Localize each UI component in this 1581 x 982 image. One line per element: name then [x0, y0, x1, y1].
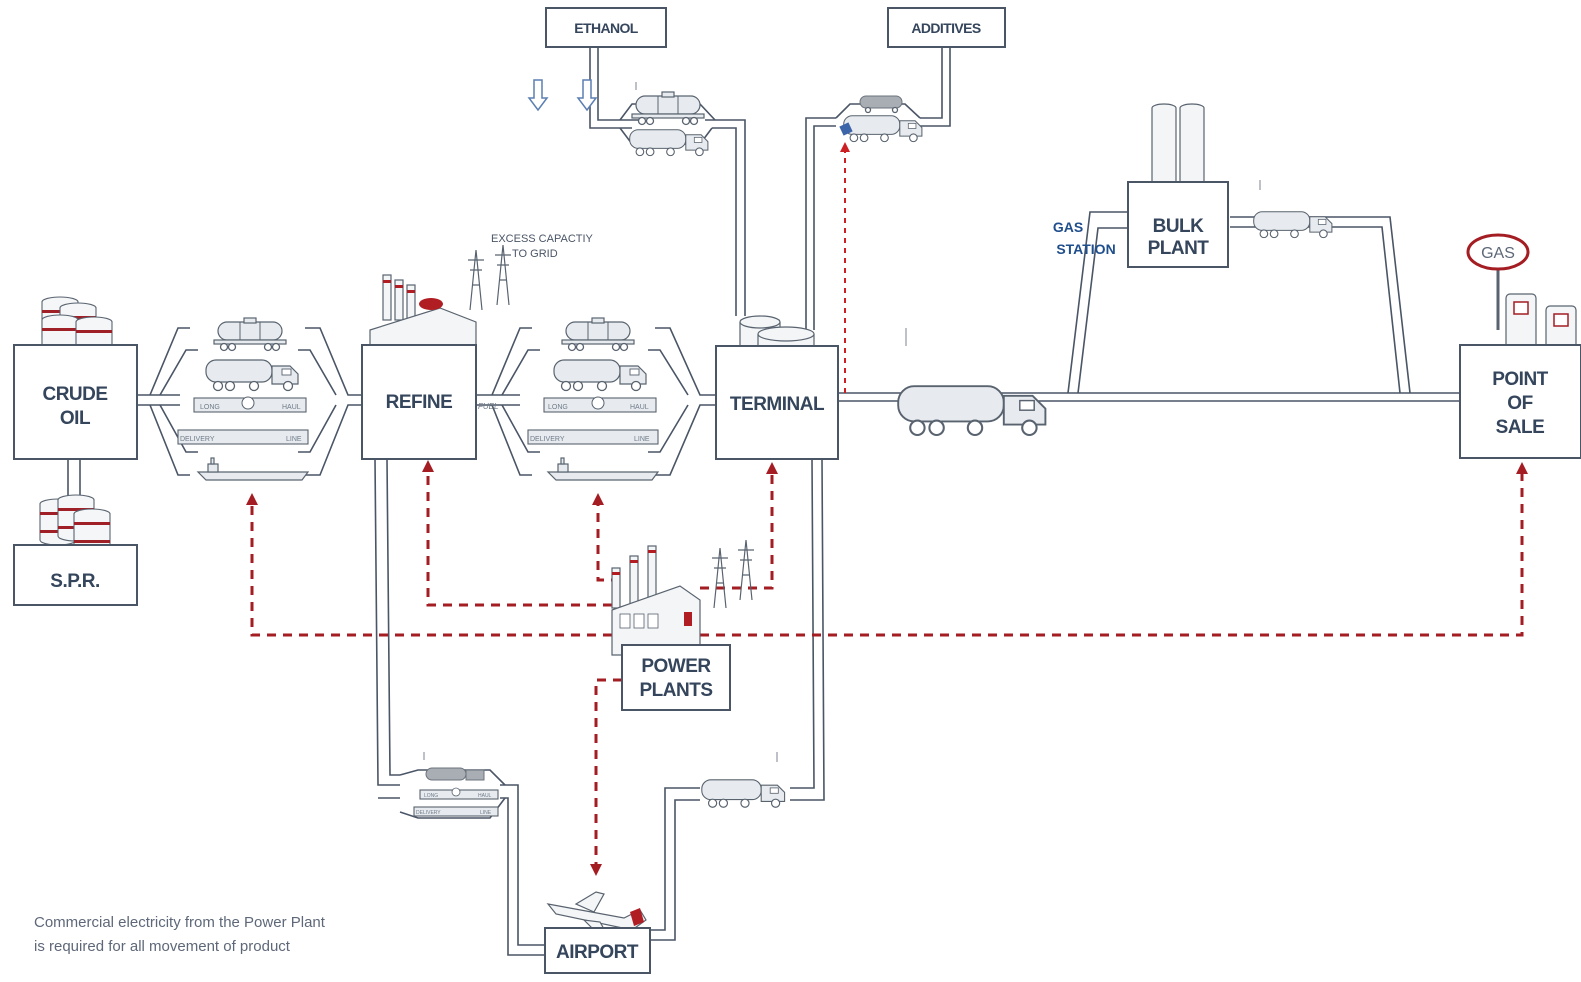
terminal-node: TERMINAL	[715, 315, 839, 460]
tank-car-icon	[631, 91, 705, 126]
tanker-truck-icon	[1253, 211, 1333, 239]
pipeline-long-label: LONG	[548, 404, 568, 411]
crude-oil-label-line2: OIL	[60, 408, 91, 429]
excess-capacity-label-line1: EXCESS CAPACTIY	[491, 233, 594, 245]
airplane-icon	[546, 891, 647, 937]
pipeline-icon	[527, 396, 659, 445]
pipeline-icon	[177, 396, 309, 445]
additives-node: ADDITIVES	[839, 7, 1006, 143]
pipeline-line-label: LINE	[480, 810, 492, 816]
pipeline-haul-label: HAUL	[478, 793, 492, 799]
refine-node: EXCESS CAPACTIY TO GRID REFINE FUEL	[361, 233, 594, 460]
pipeline-long-label: LONG	[200, 404, 220, 411]
tanker-ship-icon	[197, 457, 309, 481]
ethanol-node: ETHANOL	[527, 7, 709, 157]
additives-label: ADDITIVES	[911, 20, 981, 36]
gas-station-label-line1: GAS	[1053, 219, 1083, 235]
transport-group-refine-to-airport: LONG HAUL DELIVERY LINE	[413, 752, 499, 817]
pipeline-line-label: LINE	[634, 436, 650, 443]
pipeline-line-label: LINE	[286, 436, 302, 443]
pipeline-delivery-label: DELIVERY	[416, 810, 441, 816]
power-plants-label-line2: PLANTS	[640, 680, 713, 701]
point-of-sale-label-line3: SALE	[1496, 417, 1545, 438]
excess-capacity-label-line2: TO GRID	[512, 248, 558, 260]
gas-sign: GAS	[1466, 233, 1530, 330]
main-line-truck	[897, 328, 1047, 437]
fuel-label: FUEL	[478, 402, 498, 411]
tank-car-icon	[561, 317, 635, 352]
ethanol-label: ETHANOL	[574, 20, 639, 36]
silo-icon	[1151, 103, 1205, 207]
airport-node: AIRPORT	[544, 891, 651, 974]
bulk-plant-node: BULK PLANT GAS STATION	[1053, 103, 1333, 268]
gas-sign-label: GAS	[1481, 245, 1515, 262]
down-arrow-icon	[576, 79, 598, 112]
footnote: Commercial electricity from the Power Pl…	[34, 914, 326, 955]
transport-group-crude-to-refine: LONG HAUL DELIVERY LINE	[177, 317, 309, 481]
crude-oil-node: CRUDE OIL	[13, 296, 138, 460]
transport-group-refine-to-terminal: LONG HAUL DELIVERY LINE	[527, 317, 659, 481]
tank-car-icon	[213, 317, 287, 352]
power-pylon-icon	[467, 244, 512, 311]
tanker-truck-icon	[701, 779, 786, 808]
point-of-sale-label-line1: POINT	[1492, 369, 1548, 390]
pipeline-delivery-label: DELIVERY	[530, 436, 565, 443]
refine-label: REFINE	[386, 392, 453, 413]
pipeline-delivery-label: DELIVERY	[180, 436, 215, 443]
connection-lines	[67, 47, 1460, 956]
tanker-truck-icon	[629, 129, 709, 157]
footnote-line1: Commercial electricity from the Power Pl…	[34, 914, 326, 931]
pipeline-long-label: LONG	[424, 793, 438, 799]
spr-node: S.P.R.	[13, 494, 138, 606]
factory-icon	[369, 274, 477, 346]
power-pylon-icon	[711, 539, 755, 609]
footnote-line2: is required for all movement of product	[34, 938, 291, 955]
terminal-label: TERMINAL	[730, 394, 825, 415]
tanker-truck-icon	[425, 767, 485, 781]
transport-group-terminal-to-airport	[701, 752, 786, 808]
tanker-ship-icon	[547, 457, 659, 481]
tanker-truck-icon	[843, 115, 923, 143]
pipeline-haul-label: HAUL	[282, 404, 301, 411]
factory-icon	[611, 545, 701, 656]
crude-oil-label-line1: CRUDE	[42, 384, 107, 405]
point-of-sale-node: GAS POINT OF SALE	[1459, 233, 1581, 459]
power-plants-label-line1: POWER	[641, 656, 711, 677]
electricity-lines	[246, 142, 1528, 876]
bulk-plant-label-line2: PLANT	[1148, 238, 1210, 259]
bulk-plant-label-line1: BULK	[1153, 216, 1205, 237]
tanker-truck-icon	[553, 359, 647, 392]
pipeline-haul-label: HAUL	[630, 404, 649, 411]
spr-label: S.P.R.	[50, 571, 99, 592]
power-plants-node: POWER PLANTS	[611, 539, 755, 711]
tanker-truck-icon	[205, 359, 299, 392]
pipeline-icon	[413, 787, 499, 817]
point-of-sale-label-line2: OF	[1507, 393, 1532, 414]
down-arrow-icon	[527, 79, 549, 112]
gas-station-label-line2: STATION	[1056, 241, 1115, 257]
tank-car-icon	[859, 95, 903, 114]
airport-label: AIRPORT	[556, 942, 639, 963]
